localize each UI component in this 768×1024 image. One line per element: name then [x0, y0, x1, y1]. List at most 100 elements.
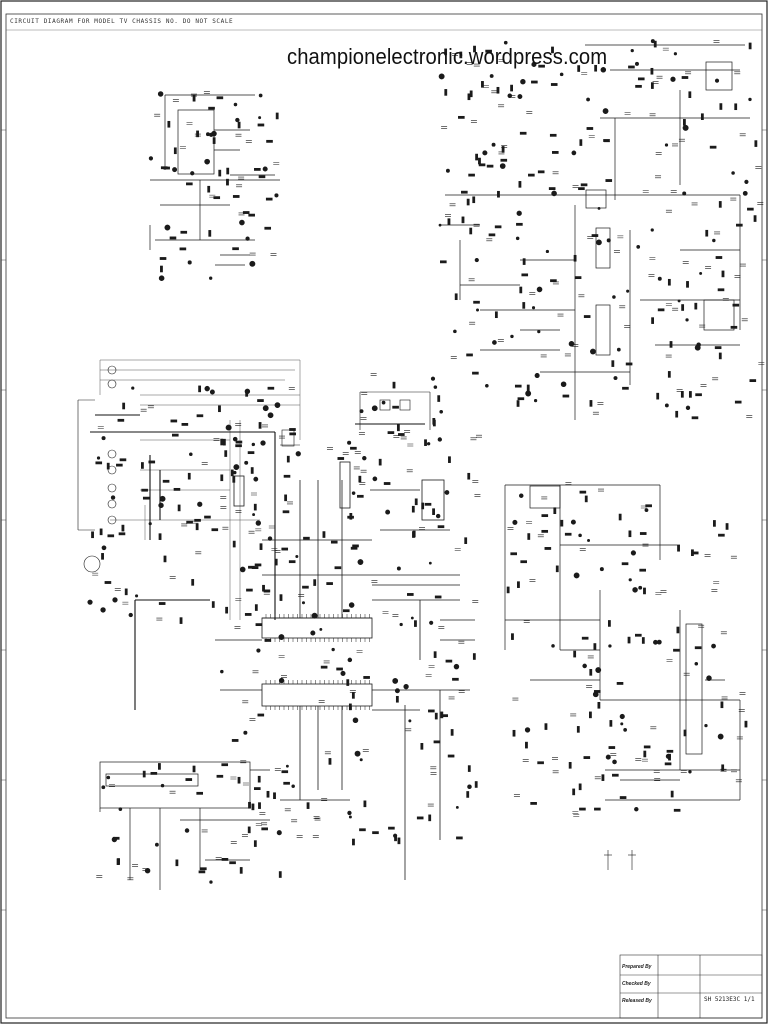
resistor-mark: [552, 151, 559, 154]
resistor-mark: [719, 103, 723, 110]
block-main-processor: [215, 461, 475, 880]
resistor-mark: [478, 163, 486, 167]
junction-mark: [644, 508, 649, 513]
capacitor-mark: [407, 443, 414, 447]
capacitor-mark: [650, 726, 657, 730]
resistor-mark: [281, 547, 289, 551]
junction-mark: [110, 495, 116, 500]
resistor-mark: [99, 528, 103, 536]
capacitor-mark: [654, 778, 661, 781]
resistor-mark: [279, 594, 283, 601]
resistor-mark: [481, 81, 484, 88]
capacitor-mark: [444, 214, 451, 217]
sheet-inner-border: [5, 13, 763, 1019]
resistor-mark: [281, 770, 289, 774]
resistor-mark: [211, 601, 215, 608]
capacitor-mark: [739, 692, 746, 695]
resistor-mark: [254, 563, 262, 567]
capacitor-mark: [255, 528, 262, 532]
resistor-mark: [650, 67, 654, 75]
junction-mark: [712, 238, 716, 243]
resistor-mark: [550, 83, 558, 86]
resistor-mark: [578, 783, 582, 791]
resistor-mark: [694, 302, 698, 310]
resistor-mark: [500, 158, 508, 162]
resistor-mark: [220, 474, 224, 482]
capacitor-mark: [195, 551, 202, 555]
capacitor-mark: [274, 550, 281, 553]
resistor-mark: [416, 816, 424, 820]
resistor-mark: [254, 167, 261, 171]
capacitor-mark: [452, 53, 459, 56]
resistor-mark: [284, 494, 288, 502]
capacitor-mark: [739, 133, 746, 137]
resistor-mark: [195, 523, 199, 531]
junction-mark: [682, 191, 687, 196]
resistor-mark: [597, 701, 601, 709]
capacitor-mark: [698, 624, 705, 628]
capacitor-mark: [758, 362, 765, 365]
resistor-mark: [444, 89, 448, 96]
resistor-mark: [467, 93, 471, 101]
capacitor-mark: [473, 63, 480, 67]
capacitor-mark: [736, 736, 743, 740]
junction-mark: [258, 93, 263, 98]
capacitor-mark: [288, 387, 295, 390]
resistor-mark: [510, 552, 518, 556]
capacitor-mark: [236, 184, 243, 188]
resistor-mark: [283, 781, 290, 785]
resistor-mark: [246, 588, 253, 592]
junction-mark: [352, 717, 359, 724]
junction-mark: [623, 728, 627, 732]
capacitor-mark: [613, 250, 620, 253]
capacitor-mark: [248, 530, 255, 534]
junction-mark: [159, 495, 166, 502]
resistor-mark: [551, 46, 554, 54]
junction-mark: [706, 675, 712, 681]
resistor-mark: [352, 544, 359, 548]
junction-mark: [235, 117, 240, 123]
resistor-mark: [101, 553, 104, 560]
junction-mark: [396, 566, 401, 571]
resistor-mark: [330, 540, 338, 544]
resistor-mark: [732, 303, 740, 307]
capacitor-mark: [466, 61, 473, 65]
capacitor-mark: [475, 434, 482, 438]
junction-mark: [685, 318, 689, 322]
junction-mark: [253, 476, 259, 482]
junction-mark: [233, 464, 240, 471]
resistor-mark: [173, 147, 177, 155]
junction-mark: [96, 456, 101, 460]
resistor-mark: [718, 201, 722, 208]
junction-mark: [685, 405, 691, 411]
capacitor-mark: [730, 555, 737, 559]
resistor-mark: [511, 633, 514, 640]
capacitor-mark: [641, 758, 648, 762]
resistor-mark: [448, 456, 451, 463]
resistor-mark: [388, 826, 395, 830]
junction-mark: [158, 275, 165, 282]
resistor-mark: [447, 218, 451, 225]
resistor-mark: [589, 669, 593, 676]
capacitor-mark: [278, 435, 285, 439]
resistor-mark: [414, 498, 418, 506]
resistor-mark: [736, 223, 743, 227]
resistor-mark: [258, 175, 266, 179]
junction-mark: [670, 76, 676, 82]
junction-mark: [347, 810, 352, 816]
resistor-mark: [175, 859, 179, 867]
resistor-mark: [261, 827, 268, 831]
junction-mark: [348, 815, 352, 819]
junction-mark: [731, 171, 735, 175]
junction-mark: [267, 412, 274, 419]
resistor-mark: [645, 504, 652, 508]
resistor-mark: [528, 173, 535, 177]
resistor-mark: [253, 787, 261, 790]
resistor-mark: [541, 514, 549, 518]
junction-mark: [285, 764, 289, 768]
capacitor-mark: [648, 274, 655, 277]
resistor-mark: [583, 756, 591, 759]
capacitor-mark: [670, 190, 677, 194]
